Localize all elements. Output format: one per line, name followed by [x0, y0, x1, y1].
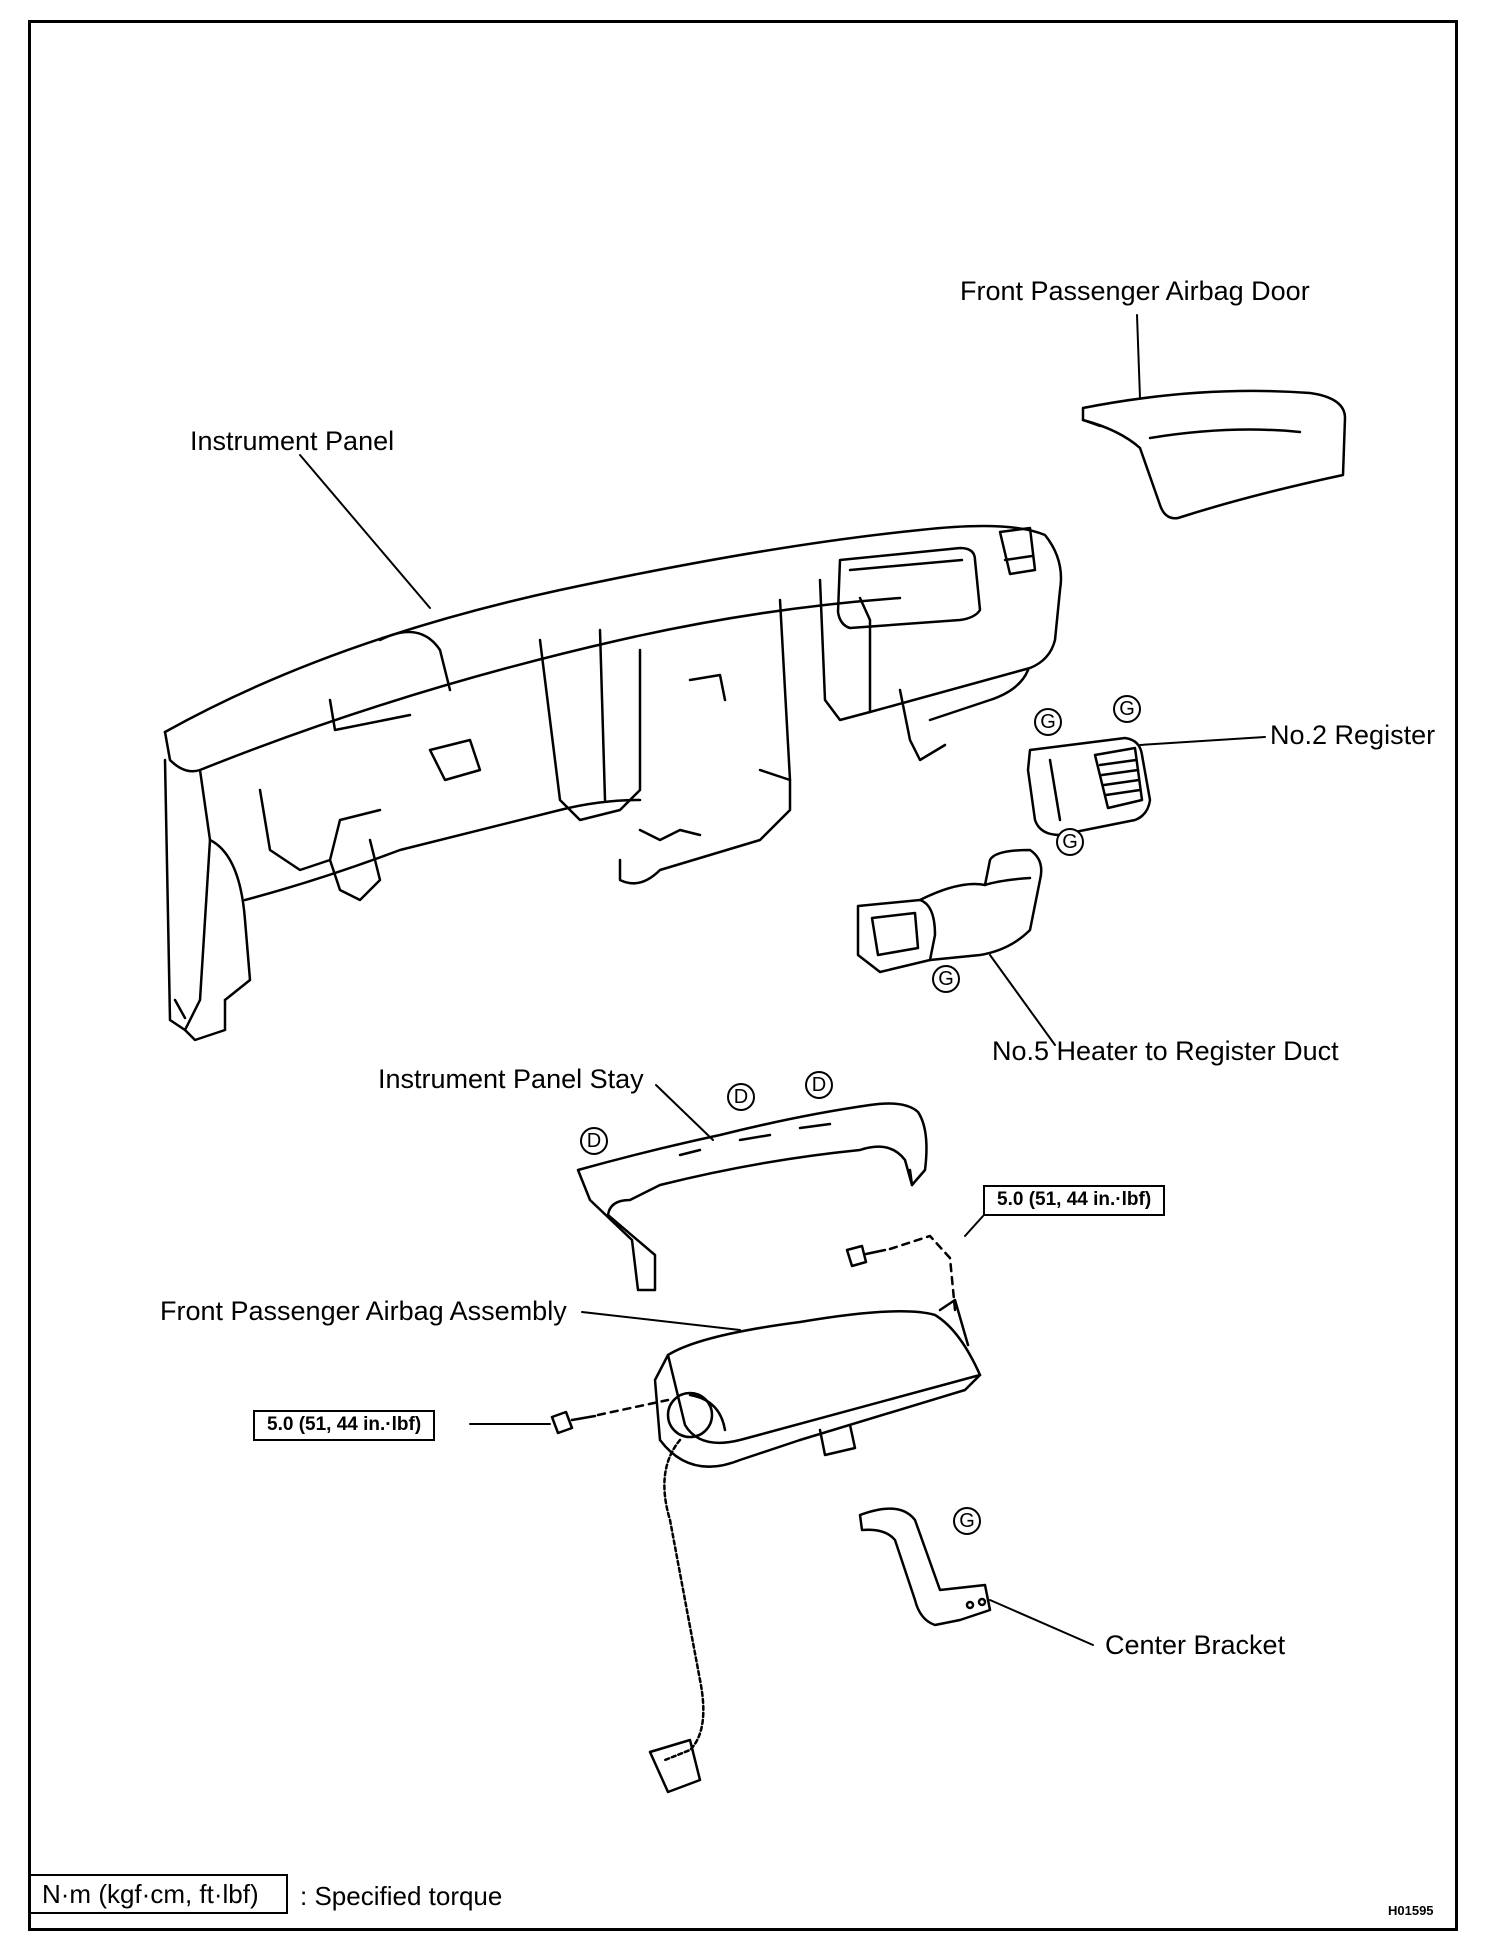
clip-mark-g: G: [1056, 828, 1084, 856]
torque-legend-text: : Specified torque: [300, 1881, 503, 1911]
leader-airbag-assembly: [581, 1311, 741, 1331]
leader-airbag-door: [1136, 314, 1141, 399]
figure-id: H01595: [1388, 1903, 1434, 1918]
leader-panel-stay: [655, 1084, 714, 1141]
instrument-panel-stay-part: [576, 1102, 928, 1292]
center-bracket-part: [858, 1507, 992, 1627]
label-center-bracket: Center Bracket: [1105, 1630, 1286, 1660]
label-panel-stay: Instrument Panel Stay: [378, 1064, 644, 1094]
bolt-lower: [550, 1410, 597, 1435]
label-instrument-panel: Instrument Panel: [190, 426, 395, 456]
torque-legend-box: N·m (kgf·cm, ft·lbf): [28, 1874, 288, 1914]
diagram-frame: [28, 20, 1458, 1931]
upper-bolt-guide: [888, 1234, 957, 1312]
clip-mark-d: D: [727, 1083, 755, 1111]
leader-lines: [299, 314, 1266, 1646]
airbag-assembly-part: [648, 1298, 982, 1794]
airbag-door-part: [1081, 389, 1347, 520]
clip-mark-d: D: [805, 1071, 833, 1099]
no5-duct-part: [856, 848, 1043, 974]
leader-instrument-panel: [299, 454, 431, 609]
leader-center-bracket: [989, 1599, 1094, 1646]
leader-torque-upper: [964, 1215, 984, 1237]
bolt-upper: [845, 1244, 887, 1268]
clip-mark-g: G: [1113, 695, 1141, 723]
torque-box-upper: 5.0 (51, 44 in.·lbf): [983, 1185, 1166, 1216]
instrument-panel-part: [163, 524, 1063, 1042]
label-airbag-door: Front Passenger Airbag Door: [960, 276, 1310, 306]
clip-mark-g: G: [1034, 708, 1062, 736]
clip-mark-g: G: [932, 965, 960, 993]
clip-mark-d: D: [580, 1127, 608, 1155]
label-airbag-assembly: Front Passenger Airbag Assembly: [160, 1296, 567, 1326]
leader-no2-register: [1139, 736, 1266, 746]
label-no2-register: No.2 Register: [1270, 720, 1436, 750]
clip-mark-g: G: [953, 1507, 981, 1535]
no2-register-part: [1026, 736, 1152, 837]
label-no5-duct: No.5 Heater to Register Duct: [992, 1036, 1339, 1066]
torque-box-lower: 5.0 (51, 44 in.·lbf): [253, 1410, 436, 1441]
leader-no5-duct: [989, 954, 1056, 1046]
